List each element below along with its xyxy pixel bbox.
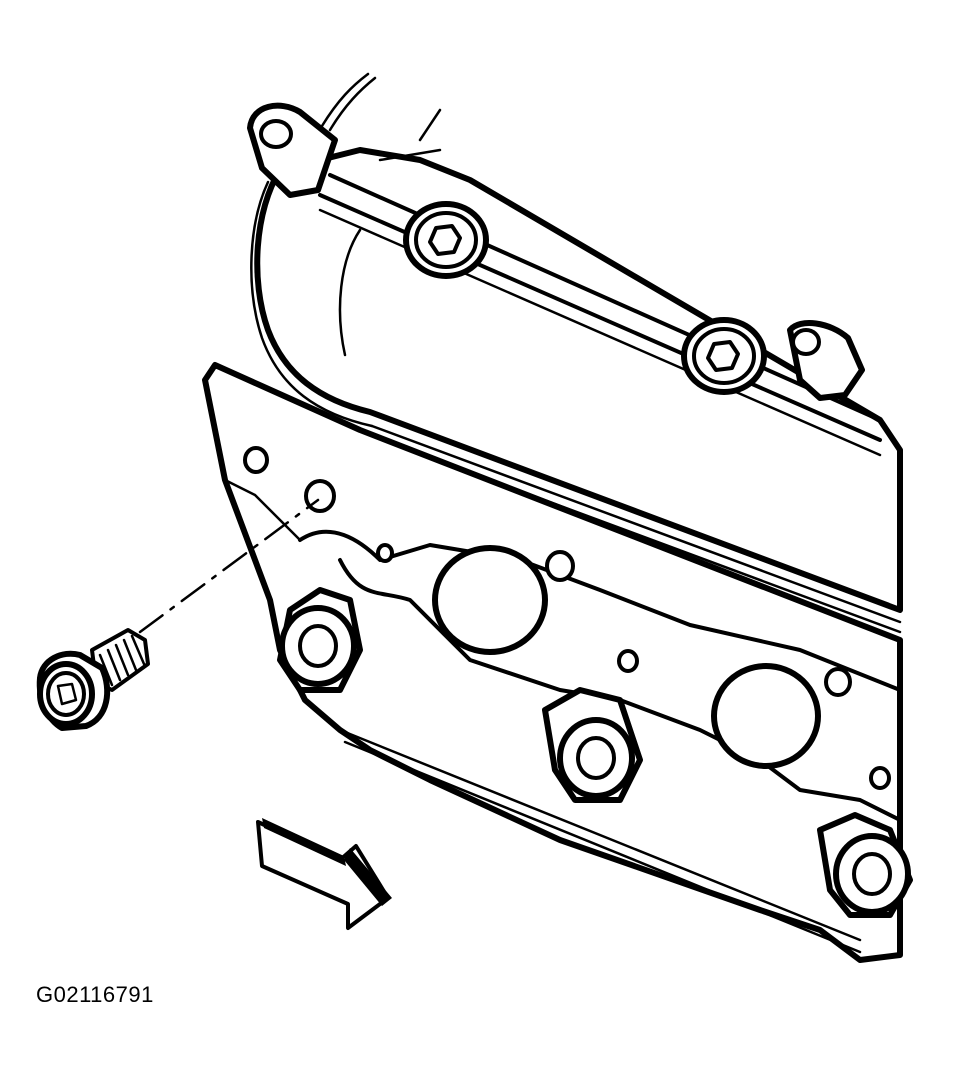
- dowel-hole-6: [869, 766, 891, 790]
- wire-hose: [320, 72, 442, 142]
- dowel-hole-2: [545, 550, 575, 582]
- figure-id-label: G02116791: [36, 982, 154, 1007]
- cover-bolt-2: [681, 317, 767, 395]
- dowel-hole-1: [243, 446, 269, 474]
- mounting-tab-right: [787, 320, 865, 401]
- manifold-stud-3: [817, 812, 913, 918]
- mounting-tab-left: [247, 102, 338, 198]
- front-direction-arrow: [256, 818, 392, 930]
- manifold-stud-2: [542, 687, 643, 803]
- cylinder-head: [202, 362, 903, 963]
- dowel-hole-4: [617, 649, 639, 673]
- dowel-hole-5: [824, 667, 852, 697]
- dowel-hole-3: [376, 543, 394, 563]
- exhaust-port-1: [432, 545, 548, 655]
- exhaust-port-2: [711, 663, 821, 769]
- cover-bolt-1: [403, 201, 489, 279]
- cylinder-head-bolt: [36, 628, 150, 731]
- manifold-stud-1: [277, 587, 363, 693]
- installation-guide-line: [138, 498, 320, 634]
